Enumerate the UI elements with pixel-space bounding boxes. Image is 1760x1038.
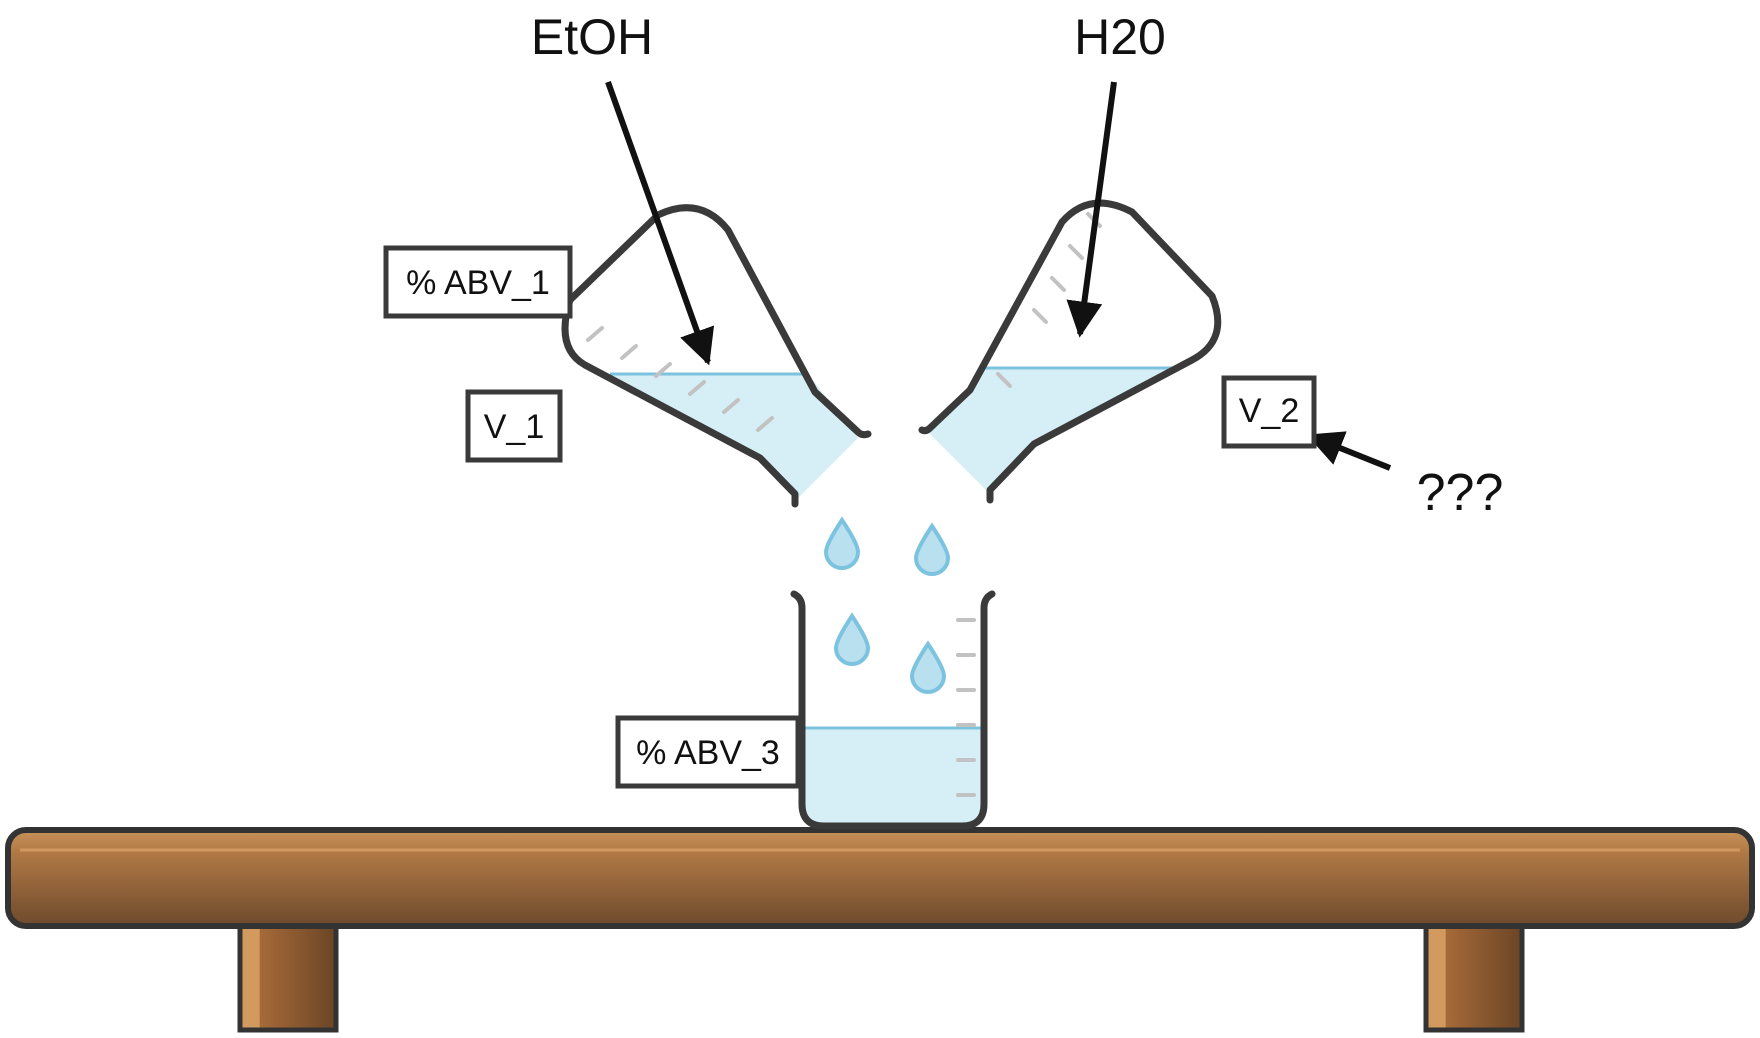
tilted-beaker-icon <box>561 204 872 508</box>
ethanol-arrow <box>605 80 715 366</box>
receiving-beaker-ticks <box>956 618 976 797</box>
table-icon <box>5 827 1755 1033</box>
unknown-arrow <box>1306 431 1392 471</box>
table-leg-right <box>1423 915 1525 1033</box>
right-beaker-outline <box>918 199 1222 504</box>
tilted-beaker-icon <box>918 199 1222 504</box>
v-1-box: V_1 <box>465 389 563 463</box>
abv-3-label: % ABV_3 <box>636 734 780 772</box>
water-arrow <box>1066 81 1117 338</box>
receiving-beaker-outline <box>790 590 996 830</box>
droplet-2 <box>913 522 951 576</box>
left-beaker-ticks <box>586 326 774 432</box>
water-drop-icon <box>823 516 951 694</box>
abv-3-box: % ABV_3 <box>615 715 801 789</box>
v-2-label: V_2 <box>1239 392 1300 430</box>
droplet-1 <box>823 516 861 570</box>
abv-1-box: % ABV_1 <box>383 245 573 319</box>
table-leg-left <box>237 915 339 1033</box>
droplet-4 <box>909 640 947 694</box>
v-1-label: V_1 <box>484 408 545 446</box>
left-beaker-outline <box>561 204 872 508</box>
water-label: H20 <box>1074 9 1166 65</box>
table-top <box>5 827 1755 929</box>
arrows <box>605 80 1392 471</box>
abv-1-label: % ABV_1 <box>406 264 550 302</box>
unknown-label: ??? <box>1417 464 1504 522</box>
droplet-3 <box>833 612 871 666</box>
receiving-beaker-liquid <box>802 728 984 826</box>
beaker-icon <box>790 590 996 830</box>
v-2-box: V_2 <box>1221 375 1317 449</box>
ethanol-label: EtOH <box>531 9 653 65</box>
